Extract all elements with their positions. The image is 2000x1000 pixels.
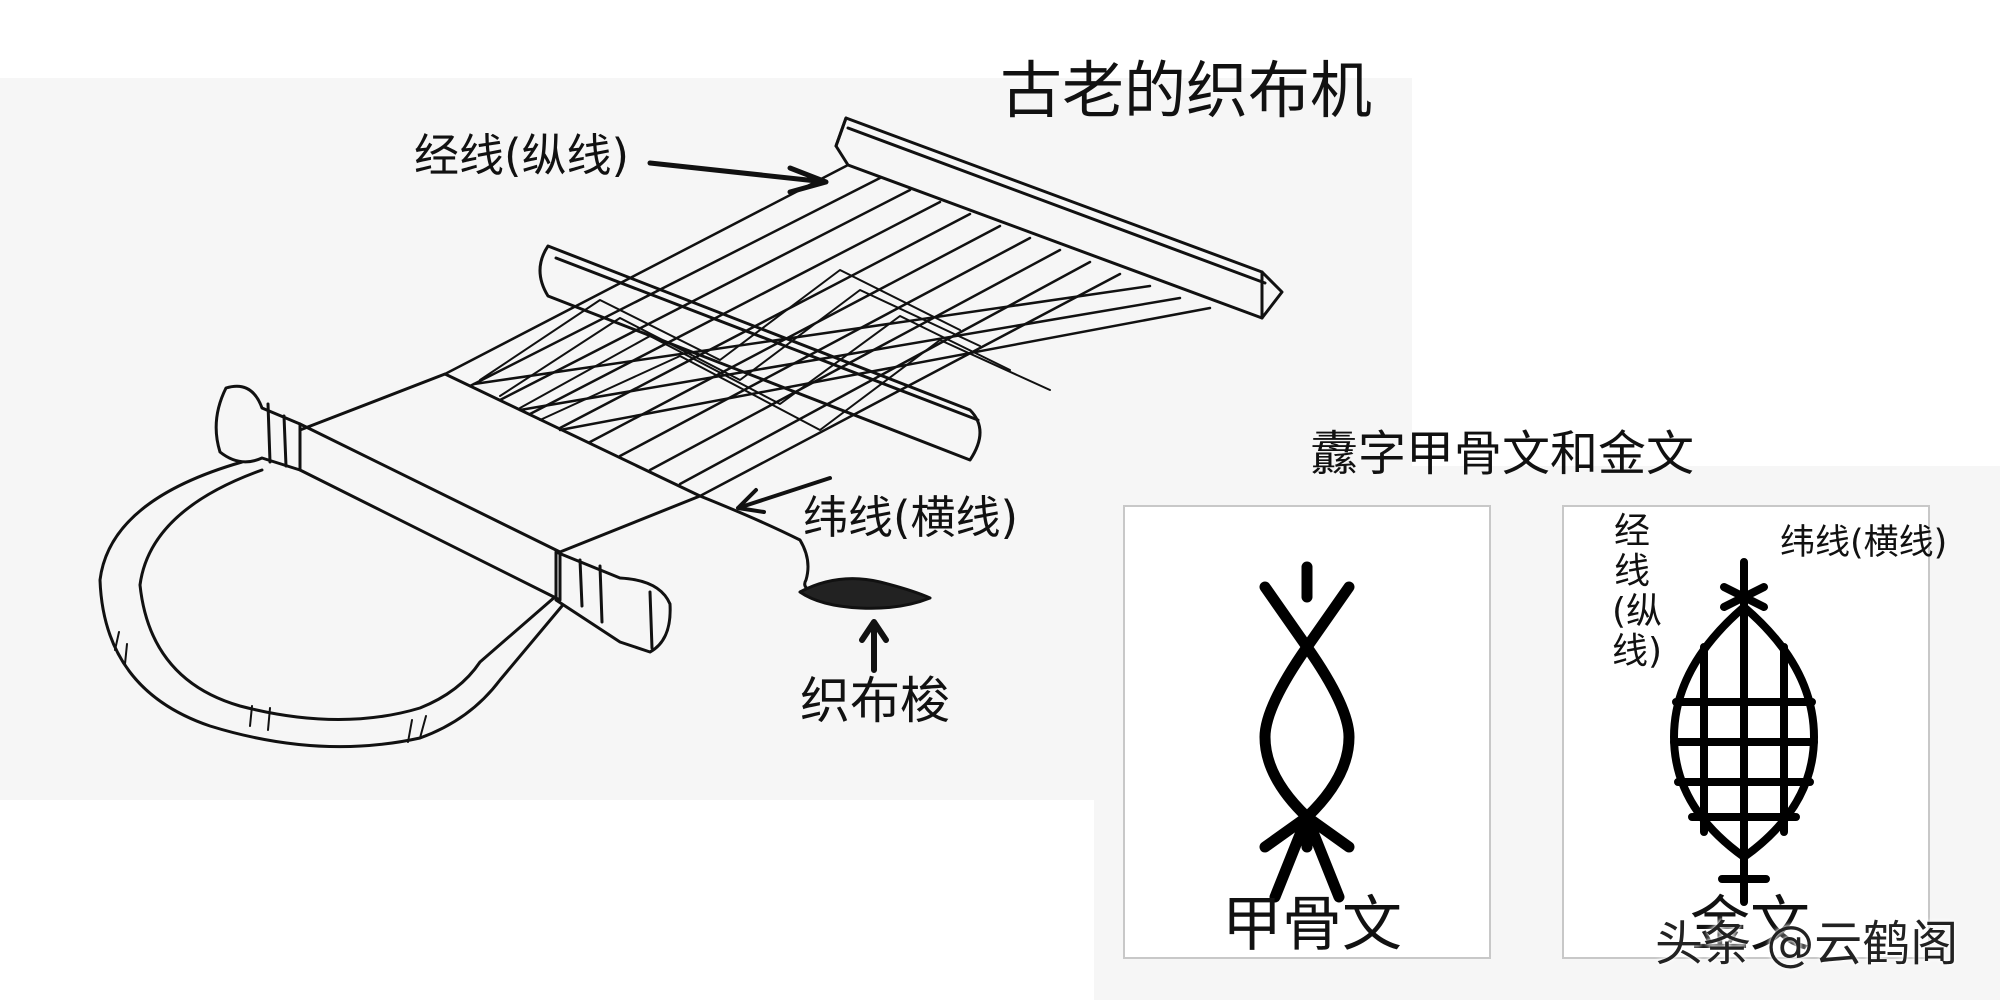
bronze-warp-label: 经线(纵线) xyxy=(1612,511,1663,672)
oracle-bone-box xyxy=(1123,505,1491,959)
oracle-bone-glyph xyxy=(1259,561,1355,903)
shuttle xyxy=(798,577,932,610)
shuttle-arrow xyxy=(859,619,889,673)
warp-arrow xyxy=(647,160,829,195)
cloth-beam xyxy=(298,422,562,602)
warp-threads xyxy=(443,163,1212,498)
character-section-title: 纛字甲骨文和金文 xyxy=(1310,426,1695,482)
cloth-beam-right-knob xyxy=(554,550,672,654)
woven-cloth xyxy=(298,372,702,554)
shed-crossings xyxy=(479,269,1051,431)
bronze-inscription-caption: 金文 xyxy=(1690,890,1810,960)
bronze-inscription-glyph xyxy=(1669,558,1819,906)
bronze-inscription-box xyxy=(1562,505,1930,959)
weft-arrow xyxy=(736,476,832,514)
oracle-bone-caption: 甲骨文 xyxy=(1222,890,1402,960)
warp-label: 经线(纵线) xyxy=(414,129,630,182)
watermark: 头条 @云鹤阁 xyxy=(1655,916,1959,972)
shuttle-label: 织布梭 xyxy=(800,672,950,730)
back-strap-inner xyxy=(138,468,558,721)
cloth-beam-left-knob xyxy=(214,384,302,472)
page-title: 古老的织布机 xyxy=(1000,54,1373,127)
bronze-weft-label: 纬线(横线) xyxy=(1780,523,1948,563)
back-strap xyxy=(98,460,564,749)
weft-label: 纬线(横线) xyxy=(803,491,1019,544)
